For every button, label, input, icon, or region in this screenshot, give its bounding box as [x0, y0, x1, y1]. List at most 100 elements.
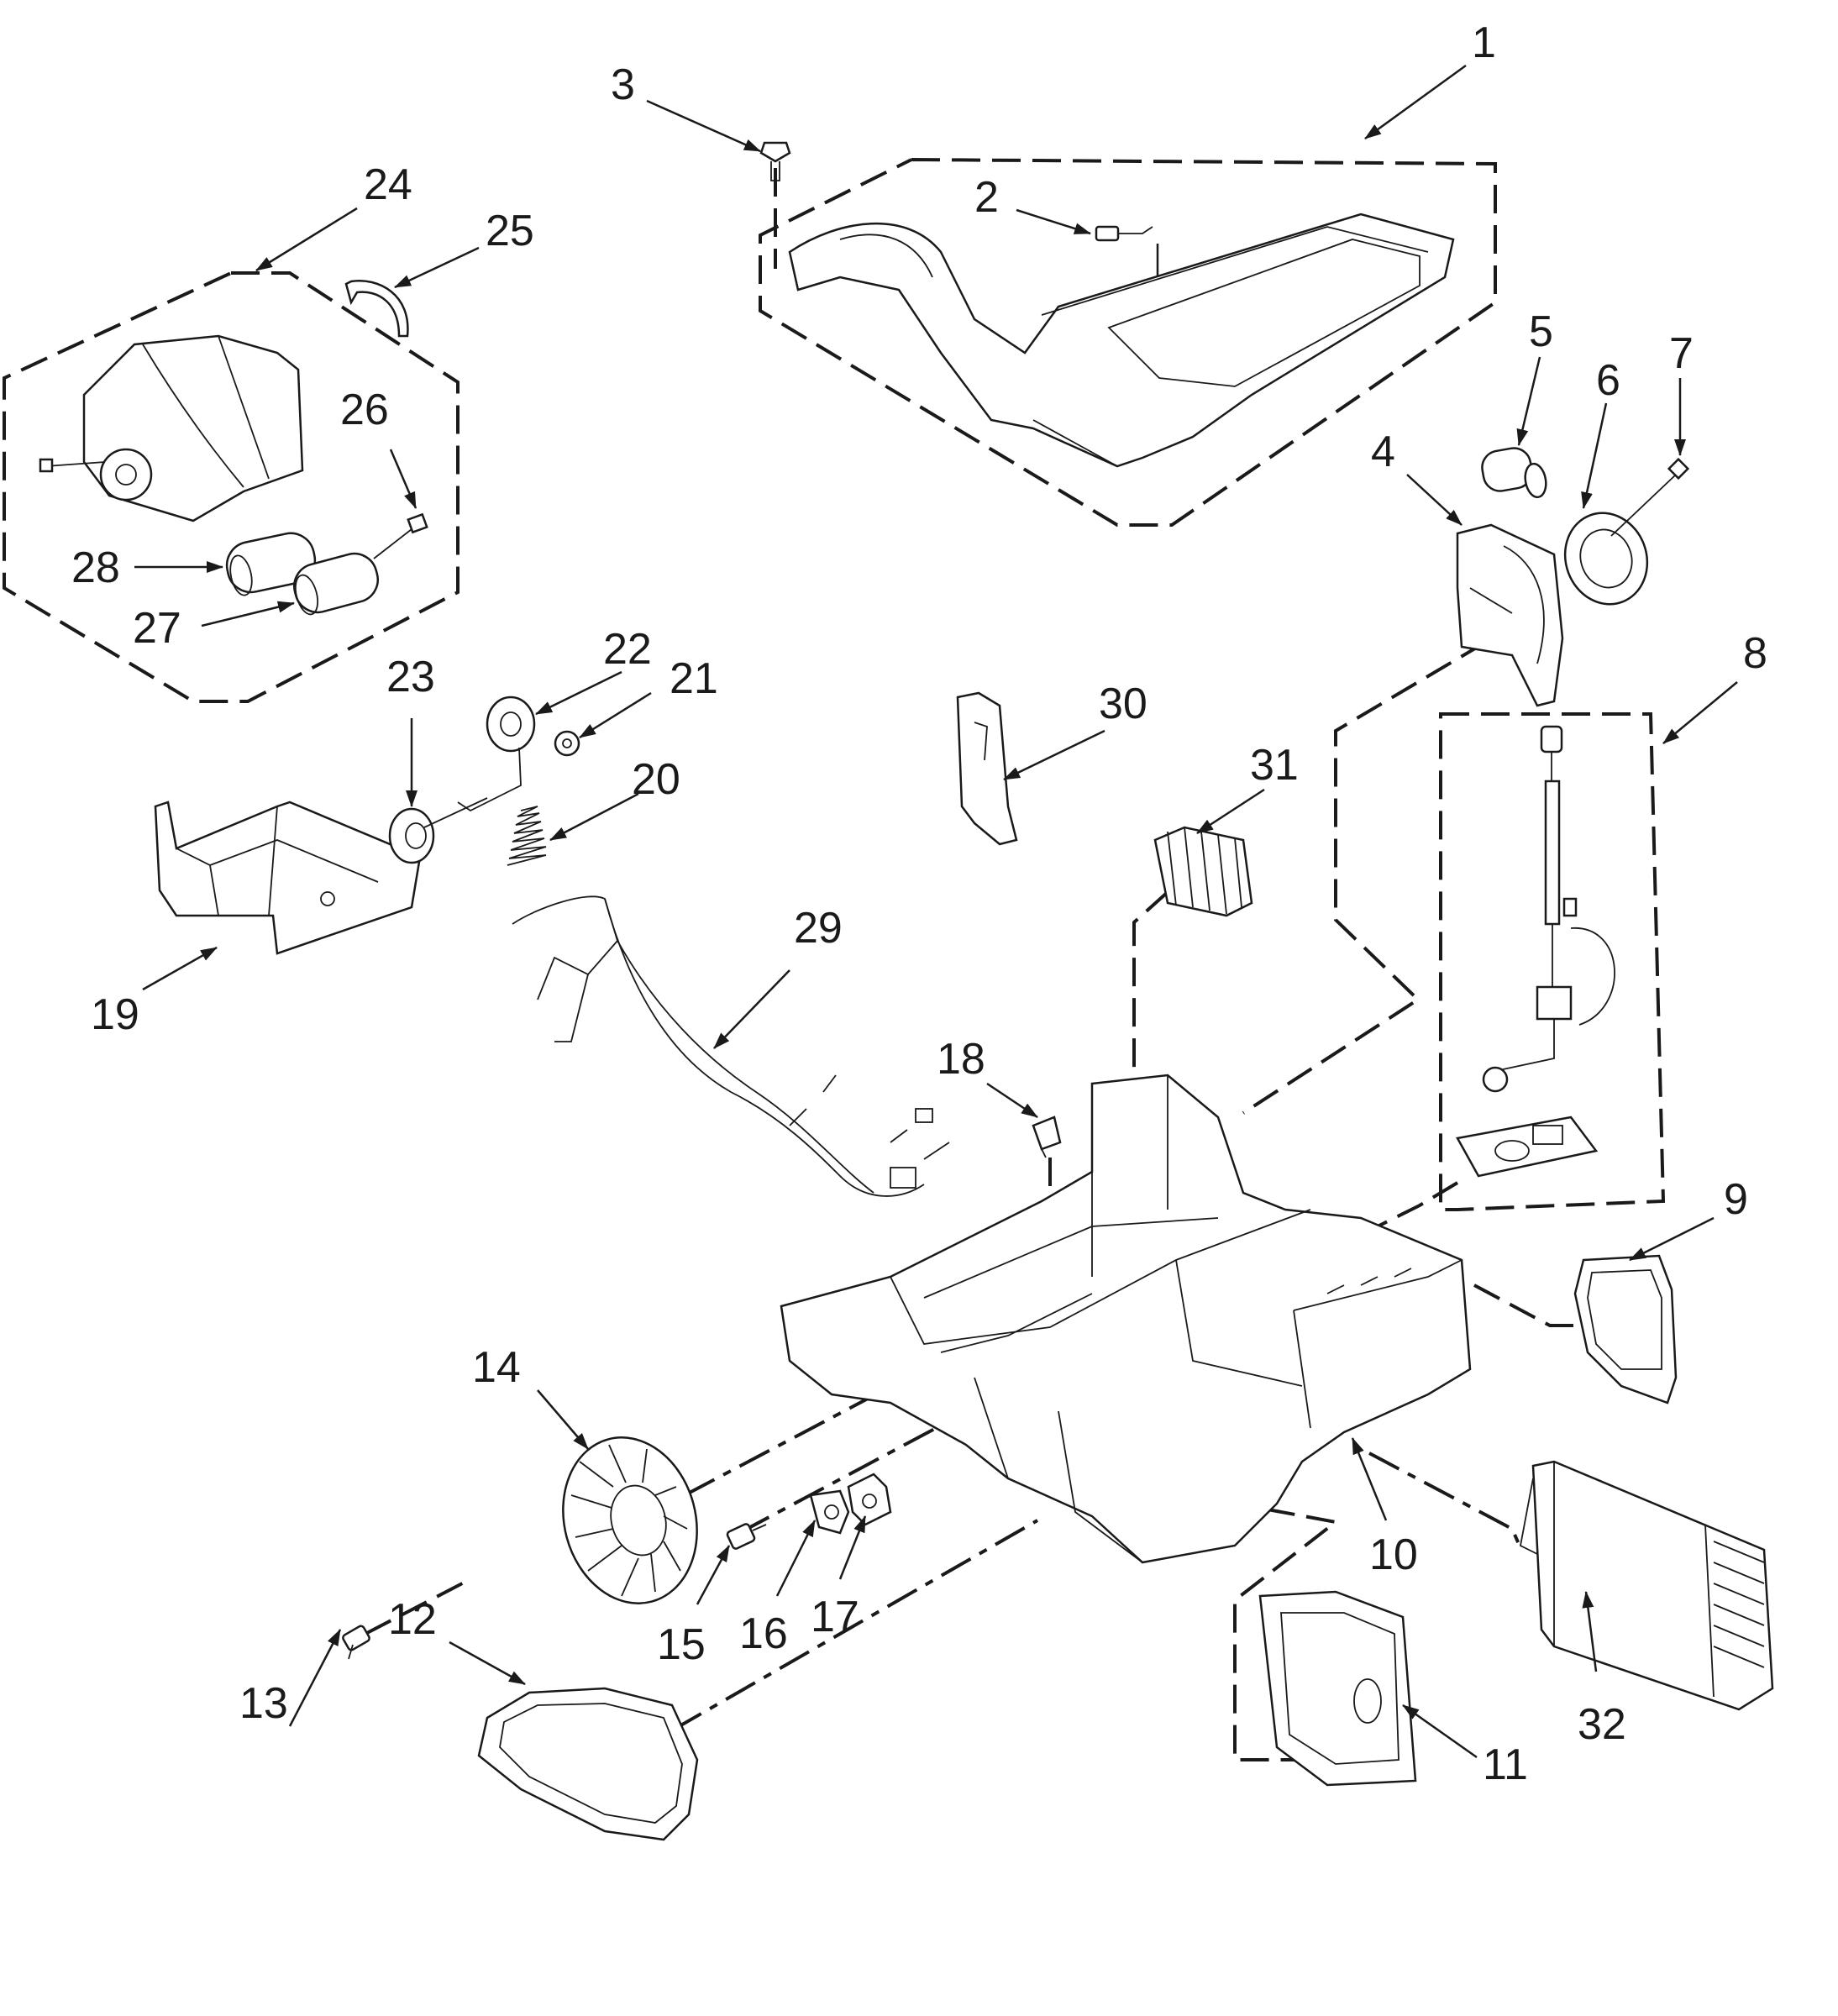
- leader-11: [1402, 1704, 1478, 1759]
- sensor-part: [1095, 225, 1153, 242]
- leader-10: [1351, 1437, 1388, 1521]
- heater-assembly-8: [1456, 725, 1615, 1178]
- leader-8: [1662, 681, 1738, 744]
- leader-arrows: [134, 64, 1738, 1759]
- label-19: 19: [91, 990, 139, 1039]
- thermistor-part-18: [1032, 1116, 1062, 1158]
- leader-26: [389, 449, 417, 509]
- leader-20: [549, 792, 639, 842]
- leader-2: [1016, 208, 1091, 235]
- cover-part-11: [1258, 1590, 1417, 1787]
- duct-connection-line: [1242, 620, 1522, 1115]
- pulley-part-22: [457, 696, 536, 812]
- leader-9: [1629, 1216, 1715, 1262]
- screw-part-3: [759, 141, 791, 181]
- part-labels: 1 2 3 4 5 6 7 8 9 10 11 12 13 14 15 16 1…: [71, 18, 1767, 1789]
- leader-24: [255, 207, 358, 272]
- spring-part-20: [507, 806, 547, 866]
- capacitor-part-5: [1481, 447, 1547, 499]
- fan-wheel-14: [562, 1436, 698, 1604]
- wire-harness-29: [512, 895, 950, 1197]
- bolt-part-15: [726, 1523, 767, 1550]
- plate-part-17: [847, 1473, 892, 1526]
- top-duct-cover: [788, 213, 1455, 468]
- idler-pulley-23: [388, 797, 488, 864]
- assembly-8-boundary: [1439, 712, 1666, 1211]
- leader-5: [1516, 356, 1541, 446]
- label-9: 9: [1724, 1175, 1748, 1224]
- panel-part-12: [477, 1687, 699, 1841]
- condenser-part-32: [1519, 1460, 1774, 1711]
- label-28: 28: [71, 543, 120, 592]
- motor-part: [39, 334, 304, 522]
- top-assembly-boundary: [759, 158, 1497, 527]
- label-29: 29: [794, 904, 843, 953]
- leader-21: [579, 691, 652, 739]
- washer-part-16: [809, 1489, 850, 1535]
- label-11: 11: [1483, 1740, 1528, 1789]
- label-22: 22: [603, 625, 652, 674]
- screw-part-13: [342, 1625, 370, 1660]
- gasket-connection: [1473, 1284, 1579, 1327]
- label-26: 26: [340, 386, 389, 434]
- leader-17: [838, 1515, 867, 1580]
- capacitor-part-27: [293, 552, 379, 616]
- motor-assembly-boundary: [2, 271, 460, 703]
- label-15: 15: [657, 1620, 706, 1669]
- label-8: 8: [1743, 629, 1767, 678]
- evaporator-part-31: [1153, 826, 1253, 917]
- label-4: 4: [1371, 428, 1395, 476]
- leader-25: [394, 246, 480, 289]
- leader-6: [1581, 402, 1608, 509]
- bracket-part-30: [956, 691, 1018, 846]
- label-31: 31: [1250, 741, 1299, 790]
- ring-part-6: [1563, 512, 1649, 606]
- leader-1: [1364, 64, 1467, 140]
- label-3: 3: [611, 60, 635, 109]
- label-20: 20: [632, 755, 680, 804]
- label-21: 21: [670, 654, 718, 703]
- leader-22: [535, 670, 622, 716]
- leader-29: [713, 969, 790, 1049]
- capacitor-part-28: [225, 532, 317, 596]
- leader-30: [1003, 729, 1105, 781]
- label-16: 16: [739, 1609, 788, 1658]
- bracket-part-19: [154, 801, 422, 955]
- label-32: 32: [1578, 1700, 1626, 1749]
- label-10: 10: [1369, 1530, 1418, 1579]
- label-23: 23: [386, 653, 435, 701]
- leader-18: [986, 1082, 1038, 1119]
- label-24: 24: [364, 160, 412, 209]
- label-5: 5: [1529, 307, 1553, 356]
- label-13: 13: [239, 1679, 288, 1728]
- condenser-connection: [1368, 1452, 1520, 1545]
- leader-12: [449, 1641, 526, 1686]
- gasket-part-9: [1573, 1254, 1678, 1404]
- clip-part-25: [344, 280, 409, 338]
- washer-part-21: [554, 730, 580, 757]
- label-2: 2: [974, 173, 999, 222]
- label-1: 1: [1472, 18, 1496, 67]
- label-18: 18: [937, 1035, 985, 1084]
- leader-15: [696, 1545, 731, 1605]
- label-17: 17: [811, 1593, 859, 1641]
- screw-part-26: [373, 512, 428, 559]
- screw-13-connection: [365, 1578, 471, 1635]
- parts: [39, 141, 1774, 1841]
- label-6: 6: [1596, 356, 1620, 405]
- label-27: 27: [133, 604, 181, 653]
- base-assembly-10: [780, 1074, 1472, 1564]
- leader-13: [288, 1629, 342, 1727]
- duct-part-4: [1456, 523, 1564, 707]
- leader-16: [775, 1520, 817, 1597]
- assembly-8-connection: [1360, 1181, 1459, 1236]
- label-7: 7: [1669, 329, 1694, 378]
- leader-27: [201, 601, 295, 627]
- label-12: 12: [388, 1595, 437, 1644]
- leader-3: [646, 99, 761, 153]
- leader-14: [537, 1389, 589, 1450]
- leader-31: [1196, 788, 1265, 835]
- leader-32: [1582, 1591, 1598, 1672]
- screw-part-7: [1610, 457, 1690, 537]
